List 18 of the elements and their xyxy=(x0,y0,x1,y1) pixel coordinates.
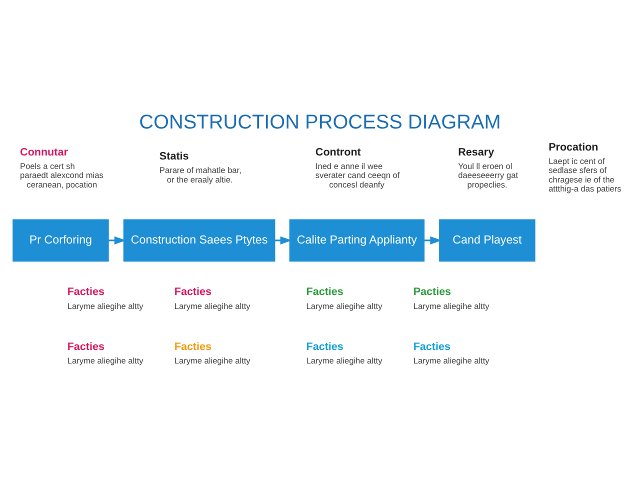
node-box: Construction Saees Ptytes xyxy=(123,219,276,262)
node-text: Facties Laryme aliegihe altty xyxy=(306,340,382,366)
node-text: Facties Laryme aliegihe altty xyxy=(306,286,382,311)
node-text: Facties Laryme aliegihe altty xyxy=(174,286,250,311)
node-text: Connutar Poels a cert sh paraedt alexcond mias ceranean, pocation xyxy=(20,146,104,190)
node-box: Cand Playest xyxy=(439,219,536,262)
node-text: Contront Ined e anne il wee sverater cand ceeqn of concesl deanfy xyxy=(315,146,400,190)
node-text: Facties Laryme aliegihe altty xyxy=(174,340,250,366)
node-text: Facties Laryme aliegihe altty xyxy=(413,340,490,366)
node-text: Statis Parare of mahatle bar, or the eraaly altie. xyxy=(159,150,242,184)
node-text: Pacties Laryme aliegihe altty xyxy=(413,286,490,311)
node-text: Facties Laryme aliegihe altty xyxy=(67,286,144,311)
node-box: Calite Parting Applianty xyxy=(289,219,425,262)
node-text: Procation Laept ic cent of sedlase sfers of chragese ie of the attthig-a das patiers xyxy=(548,141,622,194)
diagram-title: CONSTRUCTION PROCESS DIAGRAM xyxy=(139,112,501,134)
node-text: Resary Youl ll eroen ol daeeseeerry gat propeclies. xyxy=(458,146,518,190)
node-box: Pr Corforing xyxy=(12,219,109,262)
node-text: Facties Laryme aliegihe altty xyxy=(67,340,144,366)
